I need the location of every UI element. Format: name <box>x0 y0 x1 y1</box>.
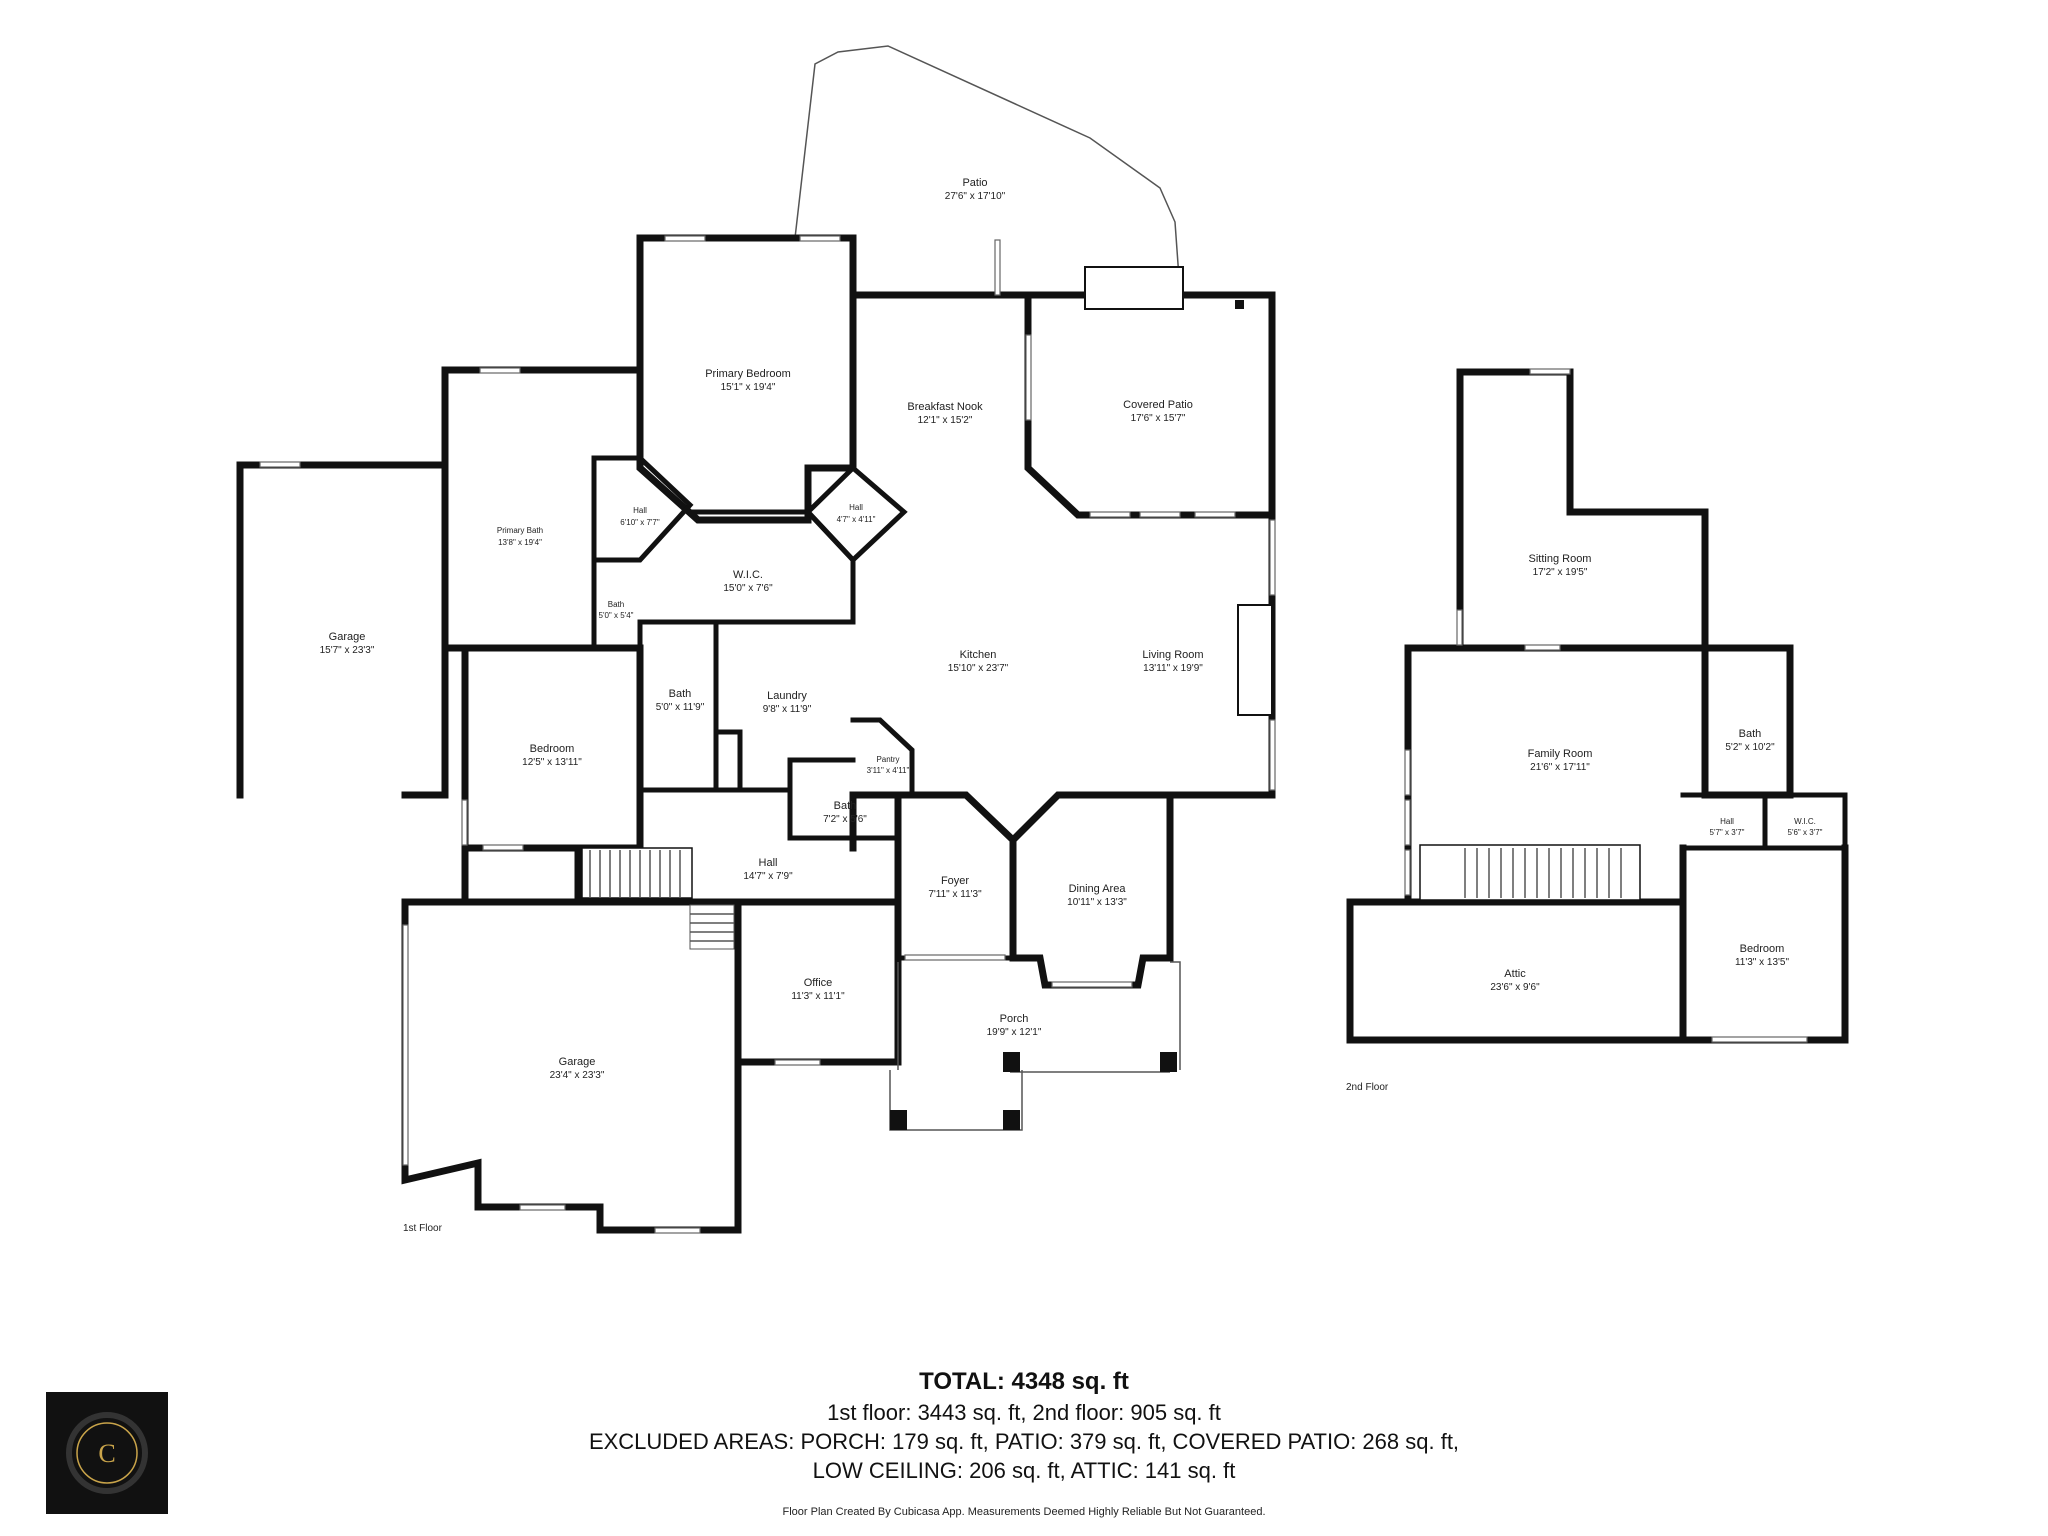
room-name: Laundry <box>767 690 807 702</box>
room-dims: 10'11" x 13'3" <box>1067 897 1127 908</box>
room-dims: 15'10" x 23'7" <box>948 663 1009 674</box>
outdoor-fireplace-icon <box>1084 266 1184 310</box>
porch-post <box>1003 1052 1020 1072</box>
floor-label-2nd: 2nd Floor <box>1346 1082 1389 1093</box>
wall-bath-3 <box>1701 644 1794 799</box>
wall-garage-1 <box>236 461 449 799</box>
room-dims: 7'11" x 11'3" <box>928 889 982 900</box>
logo-mark-icon: C <box>66 1412 148 1494</box>
total-area: TOTAL: 4348 sq. ft <box>919 1368 1129 1395</box>
room-name: Porch <box>1000 1013 1029 1025</box>
room-name: Patio <box>962 177 987 189</box>
disclaimer: Floor Plan Created By Cubicasa App. Meas… <box>782 1506 1266 1518</box>
photographer-logo: C <box>46 1392 168 1514</box>
porch-post <box>1003 1110 1020 1130</box>
excluded-areas: EXCLUDED AREAS: PORCH: 179 sq. ft, PATIO… <box>588 1429 1460 1454</box>
wall-pantry <box>850 717 915 798</box>
post-icon <box>1235 300 1244 309</box>
svg-text:C: C <box>98 1439 115 1468</box>
room-dims: 23'6" x 9'6" <box>1490 982 1540 993</box>
room-name: Sitting Room <box>1529 553 1592 565</box>
room-dims: 6'10" x 7'7" <box>620 518 660 527</box>
floor-areas: 1st floor: 3443 sq. ft, 2nd floor: 905 s… <box>827 1400 1221 1425</box>
room-dims: 5'6" x 3'7" <box>1788 828 1823 837</box>
room-name: Breakfast Nook <box>907 401 983 413</box>
fireplace-icon <box>1237 604 1273 716</box>
room-name: Garage <box>329 631 366 643</box>
wall-bath-small <box>591 557 643 651</box>
room-name: Family Room <box>1528 748 1593 760</box>
stairs-2 <box>1419 844 1641 901</box>
room-name: Bath <box>669 688 692 700</box>
wall-sitting-room <box>1456 368 1709 652</box>
room-dims: 5'2" x 10'2" <box>1725 742 1775 753</box>
wall-hall-wic <box>1680 792 1848 851</box>
room-dims: 21'6" x 17'11" <box>1530 762 1590 773</box>
room-dims: 12'1" x 15'2" <box>918 415 973 426</box>
room-dims: 15'7" x 23'3" <box>320 645 375 656</box>
room-dims: 14'7" x 7'9" <box>743 871 793 882</box>
room-dims: 15'0" x 7'6" <box>723 583 773 594</box>
porch-post <box>1160 1052 1177 1072</box>
room-name: Bath <box>608 600 624 609</box>
wall-main-living <box>849 291 1276 845</box>
room-dims: 15'1" x 19'4" <box>721 382 776 393</box>
room-dims: 5'0" x 11'9" <box>656 702 705 713</box>
room-name: Foyer <box>941 875 969 887</box>
room-dims: 9'8" x 11'9" <box>763 704 812 715</box>
room-name: Bath <box>834 800 857 812</box>
room-dims: 7'2" x 5'6" <box>823 814 867 825</box>
room-dims: 5'0" x 5'4" <box>599 611 634 620</box>
porch-outline <box>889 961 1181 1131</box>
room-name: Garage <box>559 1056 596 1068</box>
room-dims: 17'6" x 15'7" <box>1131 413 1186 424</box>
room-name: Primary Bath <box>497 526 543 535</box>
excluded-areas-cont: LOW CEILING: 206 sq. ft, ATTIC: 141 sq. … <box>812 1458 1236 1483</box>
room-name: Bath <box>1739 728 1762 740</box>
wall-bath-laundry <box>637 619 856 793</box>
room-name: Dining Area <box>1069 883 1127 895</box>
room-name: Kitchen <box>960 649 997 661</box>
room-dims: 19'9" x 12'1" <box>987 1027 1042 1038</box>
porch-post <box>890 1110 907 1130</box>
wall-hall-b <box>804 464 908 564</box>
room-name: Attic <box>1504 968 1526 980</box>
wall-primary-bedroom <box>636 234 857 524</box>
wall-primary-bath <box>441 366 644 652</box>
room-dims: 13'11" x 19'9" <box>1143 663 1203 674</box>
room-dims: 4'7" x 4'11" <box>837 515 876 524</box>
room-name: Living Room <box>1142 649 1203 661</box>
room-dims: 27'6" x 17'10" <box>945 191 1006 202</box>
room-name: Covered Patio <box>1123 399 1193 411</box>
room-name: Hall <box>1720 817 1734 826</box>
wall-hall-a <box>591 455 694 563</box>
room-dims: 17'2" x 19'5" <box>1533 567 1588 578</box>
room-dims: 13'8" x 19'4" <box>498 538 542 547</box>
patio-outline <box>794 45 1181 293</box>
room-dims: 23'4" x 23'3" <box>550 1070 605 1081</box>
room-name: Bedroom <box>1740 943 1785 955</box>
floor-label-1st: 1st Floor <box>403 1223 443 1234</box>
room-name: Pantry <box>876 755 899 764</box>
room-dims: 11'3" x 11'1" <box>791 991 845 1002</box>
room-dims: 5'7" x 3'7" <box>1710 828 1745 837</box>
room-name: Office <box>804 977 833 989</box>
room-name: W.I.C. <box>1794 817 1816 826</box>
windows-2 <box>1404 368 1808 1043</box>
room-name: Hall <box>849 503 863 512</box>
stairs-1 <box>581 847 735 950</box>
windows-1 <box>259 235 1276 1234</box>
room-name: Hall <box>633 506 647 515</box>
room-name: W.I.C. <box>733 569 763 581</box>
room-dims: 3'11" x 4'11" <box>867 766 910 775</box>
room-dims: 12'5" x 13'11" <box>522 757 582 768</box>
wall-attic <box>1346 898 1687 1044</box>
room-dims: 11'3" x 13'5" <box>1735 957 1790 968</box>
room-labels: Patio 27'6" x 17'10" Primary Bedroom 15'… <box>320 177 1823 1081</box>
room-name: Primary Bedroom <box>705 368 791 380</box>
room-name: Bedroom <box>530 743 575 755</box>
room-name: Hall <box>759 857 778 869</box>
